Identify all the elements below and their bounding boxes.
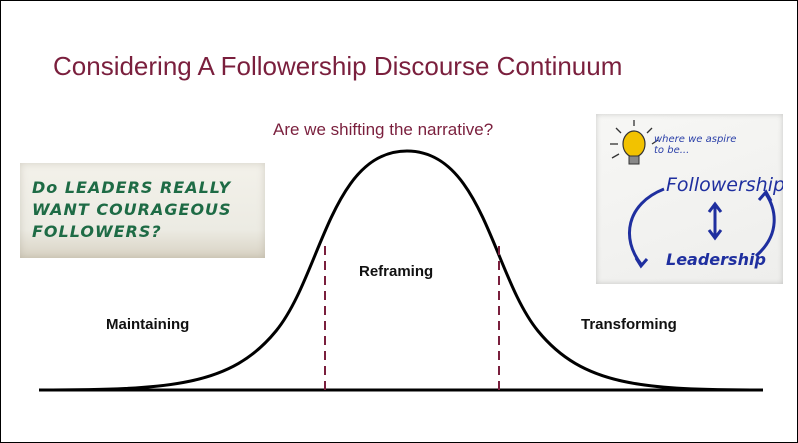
handwritten-line-3: FOLLOWERS? — [32, 222, 162, 241]
region-label-transforming: Transforming — [581, 316, 677, 333]
handwritten-note-photo-left: Do LEADERS REALLY WANT COURAGEOUS FOLLOW… — [20, 163, 265, 258]
bell-curve — [38, 149, 764, 392]
lightbulb-icon — [610, 120, 776, 269]
aspire-line-2: to be... — [654, 145, 690, 156]
leadership-word: Leadership — [666, 250, 766, 269]
aspire-note: where we aspire to be... — [654, 134, 736, 156]
aspire-line-1: where we aspire — [654, 134, 737, 145]
handwritten-note-photo-right: where we aspire to be... Followership Le… — [596, 114, 783, 284]
slide-title: Considering A Followership Discourse Con… — [53, 51, 623, 81]
handwritten-line-1: Do LEADERS REALLY — [32, 178, 232, 197]
slide-subtitle: Are we shifting the narrative? — [273, 120, 494, 139]
handwritten-line-2: WANT COURAGEOUS — [32, 200, 232, 219]
region-label-maintaining: Maintaining — [106, 316, 190, 333]
region-label-reframing: Reframing — [359, 263, 434, 280]
followership-word: Followership — [666, 174, 783, 196]
